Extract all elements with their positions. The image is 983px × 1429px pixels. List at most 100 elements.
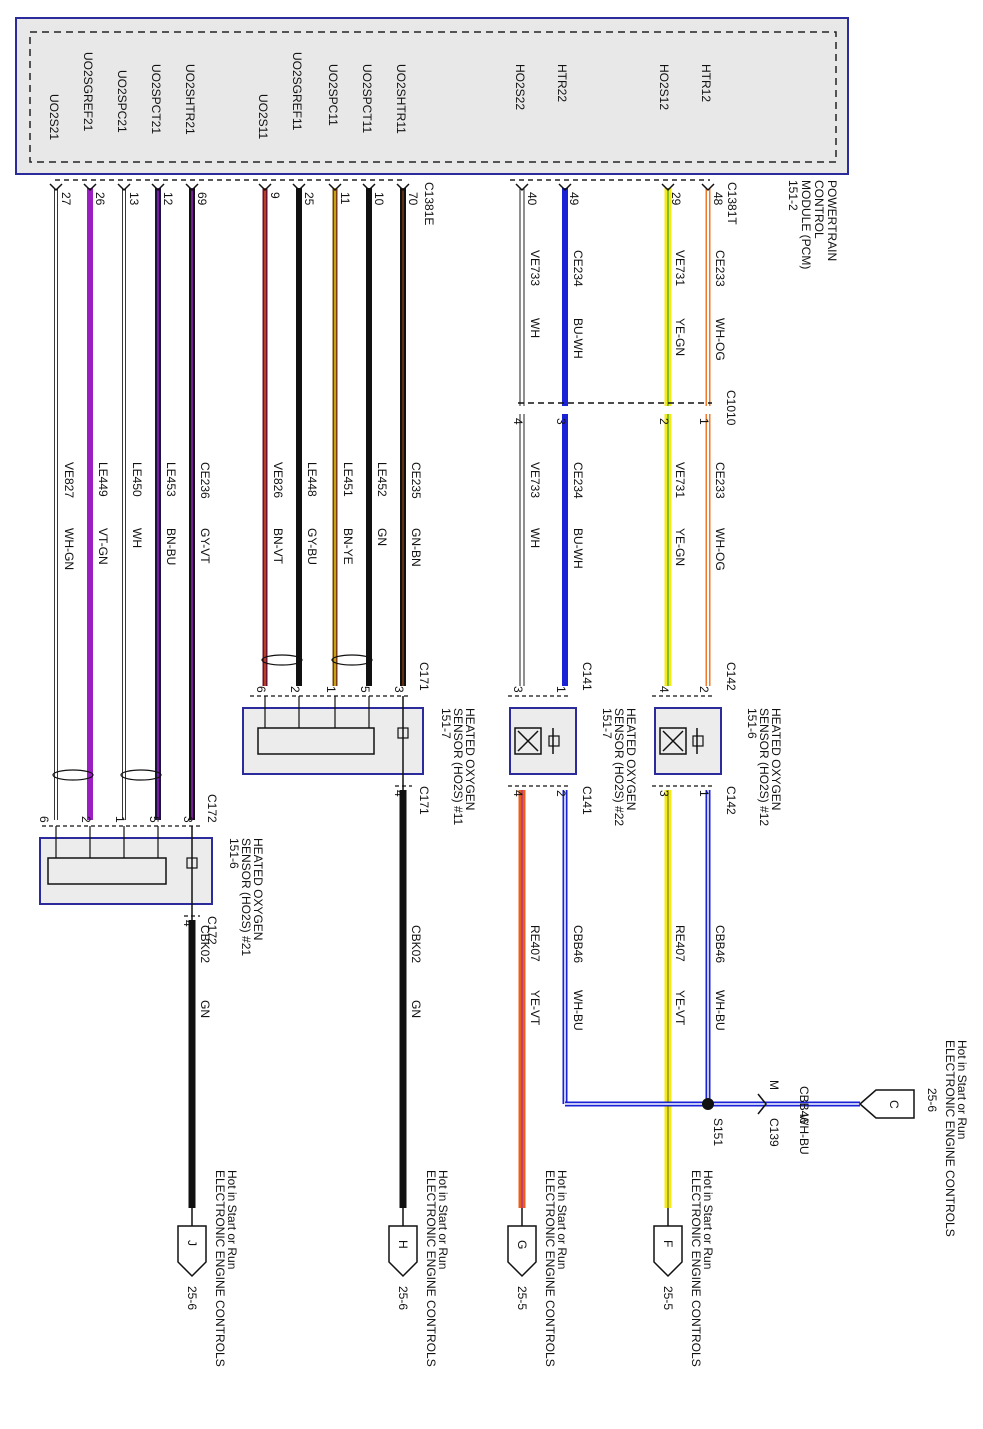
pcm-pin-number-40: 40 [525,192,539,206]
wire-label-ve733-upper: VE733 [528,250,542,286]
sensor-ho2s22-name-1: HEATED OXYGEN [624,708,638,810]
feed-c-color: WH-BU [797,1114,811,1155]
wire-label-re407-ho2s22: RE407 [528,925,542,962]
pcm-pin-arrows [49,183,715,192]
wire-color-ce233-lower: WH-OG [713,528,727,571]
wire-color-ce233-upper: WH-OG [713,318,727,361]
sensor-ho2s12-top-pin-4: 4 [657,686,671,693]
terminal-f-letter: F [661,1240,675,1247]
sensor-ho2s11-top-pin-1: 1 [324,686,338,693]
splice-s151: S151 [702,1098,725,1146]
pcm-pin-label-uo2shtr21: UO2SHTR21 [183,64,197,135]
wire-label-le451: LE451 [341,462,355,497]
wire-color-le450: WH [130,528,144,548]
pcm-pin-number-48: 48 [711,192,725,206]
wire-color-le449: VT-GN [96,528,110,565]
wire-color-ce236: GY-VT [198,528,212,564]
terminal-g-letter: G [515,1240,529,1249]
wire-color-ve733-lower: WH [528,528,542,548]
wire-label-le452: LE452 [375,462,389,497]
sensor-ho2s21-name-2: SENSOR (HO2S) #21 [239,838,253,956]
sensor-ho2s21-connector-top: C172 [205,794,219,823]
connector-c1381t-label: C1381T [725,182,739,225]
terminal-h-letter: H [396,1240,410,1249]
sensor-ho2s12-top-pin-2: 2 [697,686,711,693]
sensor-ho2s12: C142 C142 2 4 1 3 HEATED OXYGEN SENSOR (… [652,662,783,826]
feed-c-line-1: Hot in Start or Run [955,1040,969,1139]
wire-color-re407-ho2s12: YE-VT [673,990,687,1026]
terminal-f-line-1: Hot in Start or Run [701,1170,715,1269]
pcm-pin-number-26: 26 [93,192,107,206]
pcm-pin-number-49: 49 [567,192,581,206]
terminal-f-line-2: ELECTRONIC ENGINE CONTROLS [689,1170,703,1367]
pcm-pin-number-29: 29 [669,192,683,206]
feed-c-letter: C [887,1100,901,1109]
inline-connector-pin-3: 3 [554,418,568,425]
sensor-ho2s12-name-2: SENSOR (HO2S) #12 [757,708,771,826]
wire-label-le449: LE449 [96,462,110,497]
inline-connector-pin-2: 2 [657,418,671,425]
terminal-h: H 25-6 Hot in Start or Run ELECTRONIC EN… [388,1170,450,1367]
feed-c-terminal: C 25-6 Hot in Start or Run ELECTRONIC EN… [858,1040,969,1237]
sensor-ho2s12-name-1: HEATED OXYGEN [769,708,783,810]
feed-c-ref: 25-6 [925,1088,939,1112]
pcm-pin-number-69: 69 [195,192,209,206]
wire-color-ve731-lower: YE-GN [673,528,687,566]
wire-color-le453: BN-BU [164,528,178,565]
sensor-ho2s22-bottom-pin-4: 4 [511,790,525,797]
pcm-pin-number-10: 10 [372,192,386,206]
pcm-pin-number-27: 27 [59,192,73,206]
terminal-g-ref: 25-5 [515,1286,529,1310]
pcm-pin-label-htr12: HTR12 [699,64,713,102]
sensor-ho2s22-top-pin-3: 3 [511,686,525,693]
wire-label-ve731-upper: VE731 [673,250,687,286]
pcm-pin-label-uo2spct21: UO2SPCT21 [149,64,163,134]
sensor-ho2s22-name-3: 151-7 [600,708,614,739]
sensor-ho2s21-name-3: 151-6 [227,838,241,869]
sensor-ho2s11-bottom-pin-4: 4 [392,790,406,797]
sensor-ho2s21-name-1: HEATED OXYGEN [251,838,265,940]
sensor-ho2s21: C172 C172 3 5 1 2 6 4 HEATED OXYGEN SENS… [37,794,265,956]
wire-label-ce235: CE235 [409,462,423,499]
feed-c-line-2: ELECTRONIC ENGINE CONTROLS [943,1040,957,1237]
sensor-ho2s11-name-2: SENSOR (HO2S) #11 [451,708,465,825]
sensor-ho2s22-name-2: SENSOR (HO2S) #22 [612,708,626,826]
wire-color-ce234-lower: BU-WH [571,528,585,569]
pcm-pin-label-uo2s21: UO2S21 [47,94,61,140]
terminal-h-ref: 25-6 [396,1286,410,1310]
sensor-ho2s11-name-1: HEATED OXYGEN [463,708,477,810]
sensor-ho2s21-top-pin-5: 5 [147,816,161,823]
inline-connector-pin-1: 1 [697,418,711,425]
pcm-title-line-4: 151-2 [786,180,800,211]
inline-connector-c1010-labels: C1010 1 2 3 4 [511,390,738,426]
terminal-j: J 25-6 Hot in Start or Run ELECTRONIC EN… [177,1170,239,1367]
pcm-title-line-1: POWERTRAIN [825,180,839,261]
terminal-f: F 25-5 Hot in Start or Run ELECTRONIC EN… [653,1170,715,1367]
sensor-ho2s11-top-pin-3: 3 [392,686,406,693]
pcm-pin-label-uo2spc21: UO2SPC21 [115,70,129,133]
pcm-pin-label-ho2s22: HO2S22 [513,64,527,110]
wire-color-cbk02-ho2s21: GN [198,1000,212,1018]
wire-label-ce234-upper: CE234 [571,250,585,287]
wire-label-ce233-upper: CE233 [713,250,727,287]
wires [52,188,860,1208]
wire-label-re407-ho2s12: RE407 [673,925,687,962]
sensor-ho2s21-top-pin-1: 1 [113,816,127,823]
pcm-pin-label-uo2spct11: UO2SPCT11 [360,64,374,133]
sensor-ho2s22-connector-top: C141 [580,662,594,691]
sensor-ho2s11-connector-top: C171 [417,662,431,691]
terminal-h-line-2: ELECTRONIC ENGINE CONTROLS [424,1170,438,1367]
wire-label-le450: LE450 [130,462,144,497]
sensor-ho2s22-connector-bottom: C141 [580,786,594,815]
wire-color-le451: BN-YE [341,528,355,565]
wire-label-cbk02-ho2s11: CBK02 [409,925,423,963]
sensor-ho2s11-top-pin-6: 6 [254,686,268,693]
sensor-ho2s21-top-pin-2: 2 [79,816,93,823]
wire-label-ce236: CE236 [198,462,212,499]
sensor-ho2s22: C141 C141 1 3 2 4 HEATED OXYGEN SENSOR (… [508,662,638,826]
wire-label-ce234-lower: CE234 [571,462,585,499]
terminal-j-line-1: Hot in Start or Run [225,1170,239,1269]
terminal-g-line-1: Hot in Start or Run [555,1170,569,1269]
wire-color-le452: GN [375,528,389,546]
